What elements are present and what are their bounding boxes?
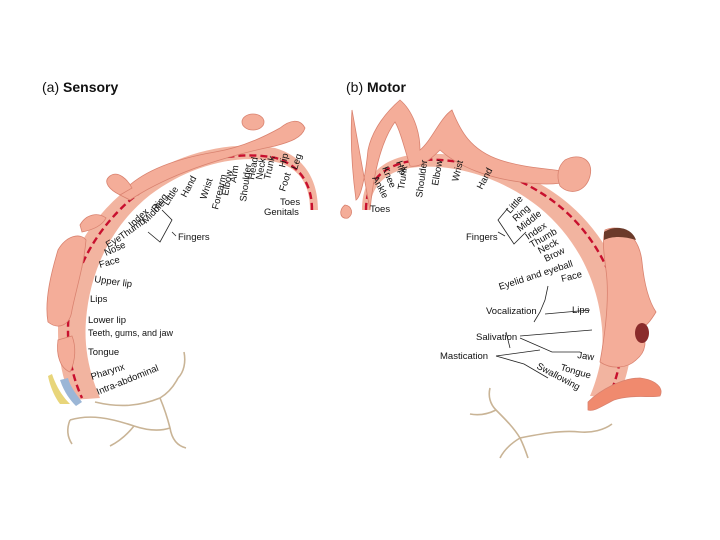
sensory-label-lower-lip: Lower lip bbox=[88, 315, 126, 326]
sensory-label-teeth-gums-jaw: Teeth, gums, and jaw bbox=[88, 328, 174, 338]
motor-fingers-label: Fingers bbox=[466, 232, 498, 243]
sensory-label-upper-lip: Upper lip bbox=[94, 274, 133, 290]
motor-nerve-fibers bbox=[470, 388, 612, 458]
motor-label-toes: Toes bbox=[370, 204, 390, 215]
sensory-label-toes: Toes bbox=[280, 197, 300, 208]
sensory-fingers-label: Fingers bbox=[178, 232, 210, 243]
motor-homunculus-face bbox=[600, 228, 656, 367]
sensory-homunculus-tongue bbox=[58, 336, 75, 372]
sensory-homunculus-head bbox=[242, 114, 264, 130]
motor-cortex-edge bbox=[366, 160, 622, 398]
motor-homunculus bbox=[341, 100, 661, 410]
sensory-label-foot: Foot bbox=[277, 171, 293, 193]
motor-homunculus-mouth bbox=[635, 323, 649, 343]
motor-label-vocalization: Vocalization bbox=[486, 306, 537, 317]
motor-label-salivation: Salivation bbox=[476, 332, 517, 343]
sensory-label-hand: Hand bbox=[179, 174, 199, 199]
motor-homunculus-foot bbox=[341, 205, 352, 218]
sensory-label-genitals: Genitals bbox=[264, 207, 299, 218]
sensory-label-lips: Lips bbox=[90, 294, 108, 305]
motor-label-trunk: Trunk bbox=[396, 165, 410, 190]
sensory-label-tongue: Tongue bbox=[88, 347, 119, 358]
motor-homunculus-hand bbox=[558, 157, 591, 192]
motor-label-mastication: Mastication bbox=[440, 351, 488, 362]
